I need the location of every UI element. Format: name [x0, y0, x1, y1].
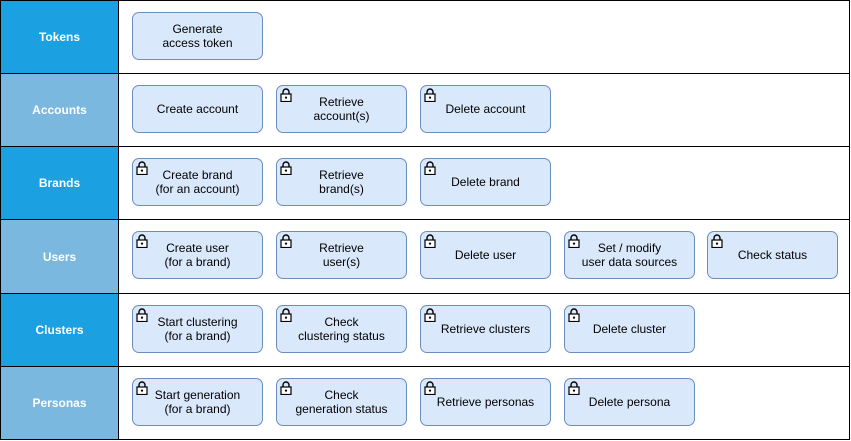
row-brands: Brands Create brand (for an account) Retri… — [0, 146, 850, 220]
delete-cluster-button[interactable]: Delete cluster — [564, 305, 695, 353]
button-label: Delete persona — [588, 395, 671, 409]
lock-icon — [136, 308, 148, 323]
button-label: Delete account — [445, 102, 526, 116]
button-label: Check clustering status — [298, 315, 385, 343]
button-label: Check status — [737, 248, 808, 262]
lock-icon — [424, 161, 436, 176]
button-label: Create user (for a brand) — [164, 241, 231, 269]
create-user-for-a-brand-button[interactable]: Create user (for a brand) — [132, 231, 263, 279]
button-label: Generate access token — [162, 22, 233, 50]
retrieve-account-s-button[interactable]: Retrieve account(s) — [276, 85, 407, 133]
lock-icon — [568, 308, 580, 323]
row-label-users: Users — [0, 219, 119, 294]
set-modify-user-data-sources-button[interactable]: Set / modify user data sources — [564, 231, 695, 279]
check-status-button[interactable]: Check status — [707, 231, 838, 279]
row-clusters: Clusters Start clustering (for a brand) Ch… — [0, 293, 850, 367]
retrieve-personas-button[interactable]: Retrieve personas — [420, 378, 551, 426]
row-personas: Personas Start generation (for a brand) Ch… — [0, 366, 850, 440]
lock-icon — [568, 381, 580, 396]
button-label: Create brand (for an account) — [155, 168, 240, 196]
start-generation-for-a-brand-button[interactable]: Start generation (for a brand) — [132, 378, 263, 426]
button-label: Retrieve user(s) — [319, 241, 364, 269]
lock-icon — [136, 381, 148, 396]
lock-icon — [280, 88, 292, 103]
button-label: Retrieve personas — [436, 395, 535, 409]
lock-icon — [711, 234, 723, 249]
row-label-tokens: Tokens — [0, 0, 119, 74]
delete-account-button[interactable]: Delete account — [420, 85, 551, 133]
lock-icon — [136, 161, 148, 176]
retrieve-user-s-button[interactable]: Retrieve user(s) — [276, 231, 407, 279]
delete-brand-button[interactable]: Delete brand — [420, 158, 551, 206]
retrieve-clusters-button[interactable]: Retrieve clusters — [420, 305, 551, 353]
lock-icon — [424, 381, 436, 396]
button-label: Retrieve brand(s) — [319, 168, 364, 196]
button-label: Check generation status — [295, 388, 388, 416]
check-clustering-status-button[interactable]: Check clustering status — [276, 305, 407, 353]
lock-icon — [280, 308, 292, 323]
lock-icon — [568, 234, 580, 249]
button-label: Start generation (for a brand) — [154, 388, 241, 416]
lock-icon — [280, 234, 292, 249]
row-accounts: Accounts Create account Retrieve account(s… — [0, 73, 850, 147]
start-clustering-for-a-brand-button[interactable]: Start clustering (for a brand) — [132, 305, 263, 353]
lock-icon — [280, 381, 292, 396]
button-label: Retrieve clusters — [440, 322, 531, 336]
lock-icon — [280, 161, 292, 176]
retrieve-brand-s-button[interactable]: Retrieve brand(s) — [276, 158, 407, 206]
row-label-personas: Personas — [0, 366, 119, 440]
row-users: Users Create user (for a brand) Retrieve u… — [0, 219, 850, 294]
button-label: Start clustering (for a brand) — [157, 315, 238, 343]
delete-persona-button[interactable]: Delete persona — [564, 378, 695, 426]
generate-access-token-button[interactable]: Generate access token — [132, 12, 263, 60]
row-label-accounts: Accounts — [0, 73, 119, 147]
lock-icon — [136, 234, 148, 249]
button-label: Delete user — [454, 248, 517, 262]
check-generation-status-button[interactable]: Check generation status — [276, 378, 407, 426]
button-label: Set / modify user data sources — [581, 241, 678, 269]
create-brand-for-an-account-button[interactable]: Create brand (for an account) — [132, 158, 263, 206]
create-account-button[interactable]: Create account — [132, 85, 263, 133]
row-tokens: Tokens Generate access token — [0, 0, 850, 74]
button-label: Create account — [156, 102, 239, 116]
lock-icon — [424, 308, 436, 323]
button-label: Delete cluster — [592, 322, 667, 336]
lock-icon — [424, 88, 436, 103]
delete-user-button[interactable]: Delete user — [420, 231, 551, 279]
row-label-brands: Brands — [0, 146, 119, 220]
button-label: Retrieve account(s) — [313, 95, 370, 123]
lock-icon — [424, 234, 436, 249]
row-label-clusters: Clusters — [0, 293, 119, 367]
button-label: Delete brand — [451, 175, 520, 189]
